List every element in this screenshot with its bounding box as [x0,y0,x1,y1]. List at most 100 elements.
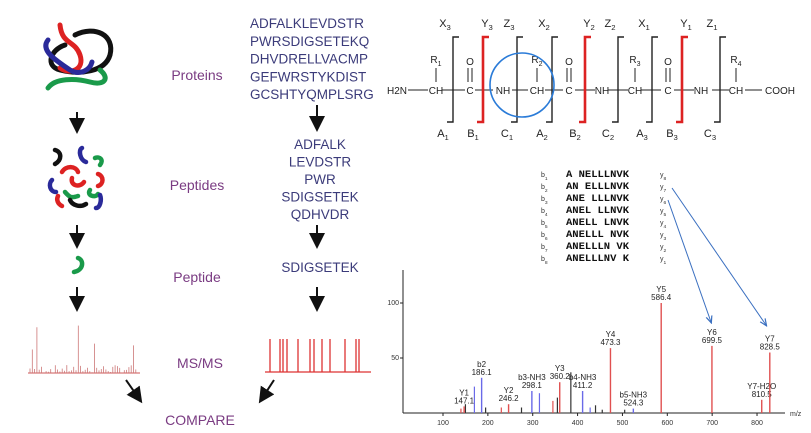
peak-value: 828.5 [760,343,781,352]
peak-label: b5-NH3 [620,391,648,400]
cleavage-bracket [511,36,523,123]
protein-tangle-icon [43,22,114,91]
cleavage-bracket-highlighted [579,35,591,124]
protein-sequence: PWRSDIGSETEKQ [250,34,369,49]
peptide-sequence: QDHVDR [291,207,350,222]
protein-sequence: GEFWRSTYKDIST [250,69,366,84]
peak-label: Y1 [459,388,469,397]
fragment-label-b1: B1 [467,128,479,142]
fragment-label-a3: A3 [636,128,648,142]
fragment-label-y1: Y1 [680,18,692,32]
b-ion-label: b3 [541,196,548,206]
fragment-label-y3: Y3 [481,18,493,32]
y-ion-label: y5 [660,208,667,218]
fragment-label-z1: Z1 [706,18,717,32]
chain-atom-ch: CH [729,86,743,97]
x-tick-label: 500 [617,420,629,427]
peak-label: Y5 [656,285,666,294]
fragment-sequence: ANELLL NVK [566,229,630,241]
peak-label: Y7-H2O [747,382,776,391]
stage-label-proteins: Proteins [171,67,222,83]
fragment-label-a2: A2 [536,128,548,142]
b-ion-label: b8 [541,256,548,266]
y6-arrow [667,199,711,322]
peak-value: 147.1 [454,396,475,405]
peptide-sequence: ADFALK [294,137,346,152]
peak-label: Y2 [504,386,514,395]
n-terminus: H2N [387,86,407,97]
y-ion-label: y2 [660,244,667,254]
b-ion-label: b7 [541,244,548,254]
y-tick-label: 100 [387,300,399,307]
y-ion-label: y7 [660,184,667,194]
fragment-sequence: ANELLLN VK [566,241,630,253]
chain-atom-ch: CH [429,86,443,97]
b-ion-label: b5 [541,220,548,230]
y7-arrow [671,187,766,325]
fragment-sequence: A NELLLNVK [566,169,630,181]
fragment-label-b2: B2 [569,128,581,142]
stage-label-msms: MS/MS [177,355,223,371]
carbonyl-oxygen: O [466,57,474,68]
peptide-sequence: SDIGSETEK [281,190,358,205]
y-ion-label: y3 [660,232,667,242]
fragment-label-c2: C2 [602,128,614,142]
chain-atom-nh: NH [496,86,510,97]
b-ion-label: b4 [541,208,548,218]
fragment-label-c3: C3 [704,128,716,142]
chain-atom-nh: NH [694,86,708,97]
x-tick-label: 600 [661,420,673,427]
cleavage-bracket [612,36,624,123]
chain-atom-c: C [664,86,671,97]
protein-sequence: ADFALKLEVDSTR [250,16,364,31]
carbonyl-oxygen: O [565,57,573,68]
fragment-sequence: AN ELLLNVK [566,181,630,193]
side-chain: R3 [629,55,640,68]
x-tick-label: 800 [751,420,763,427]
peak-label: Y3 [555,364,565,373]
peak-value: 524.3 [623,399,644,408]
flow-arrows [69,105,325,404]
peak-value: 473.3 [600,338,621,347]
side-chain: R1 [430,55,441,68]
b-ion-label: b2 [541,184,548,194]
fragment-label-x3: X3 [439,18,451,32]
cleavage-bracket [714,36,726,123]
y-ion-label: y1 [660,256,667,266]
fragment-label-z2: Z2 [604,18,615,32]
y-ion-label: y6 [660,196,667,206]
peak-value: 186.1 [472,368,493,377]
x-tick-label: 200 [482,420,494,427]
peak-value: 810.5 [752,390,773,399]
fragment-label-b3: B3 [666,128,678,142]
fragment-label-x1: X1 [638,18,650,32]
chain-atom-nh: NH [595,86,609,97]
experimental-ms-spectrum [28,325,140,374]
fragment-label-z3: Z3 [503,18,514,32]
y-ion-label: y8 [660,172,667,182]
x-tick-label: 100 [437,420,449,427]
peptide-sequence: LEVDSTR [289,155,352,170]
fragment-sequence: ANE LLLNVK [566,193,630,205]
peak-label: b4-NH3 [569,373,597,382]
single-peptide-icon [71,255,85,275]
highlight-circle [489,52,555,118]
peak-value: 411.2 [573,381,593,390]
fragment-label-y2: Y2 [583,18,595,32]
fragment-sequence: ANELLLNV K [566,253,630,265]
peak-value: 298.1 [522,381,543,390]
peak-value: 586.4 [651,293,672,302]
peptide-sequence: PWR [304,172,336,187]
peak-value: 246.2 [499,394,520,403]
b-ion-label: b1 [541,172,548,182]
cleavage-bracket [646,36,658,123]
side-chain: R4 [730,55,741,68]
peak-label: b3-NH3 [518,373,546,382]
peak-value: 699.5 [702,336,723,345]
stage-label-compare: COMPARE [165,412,235,428]
fragment-sequence: ANEL LLNVK [566,205,630,217]
y-ion-label: y4 [660,220,667,230]
protein-sequence: DHVDRELLVACMP [250,52,368,67]
